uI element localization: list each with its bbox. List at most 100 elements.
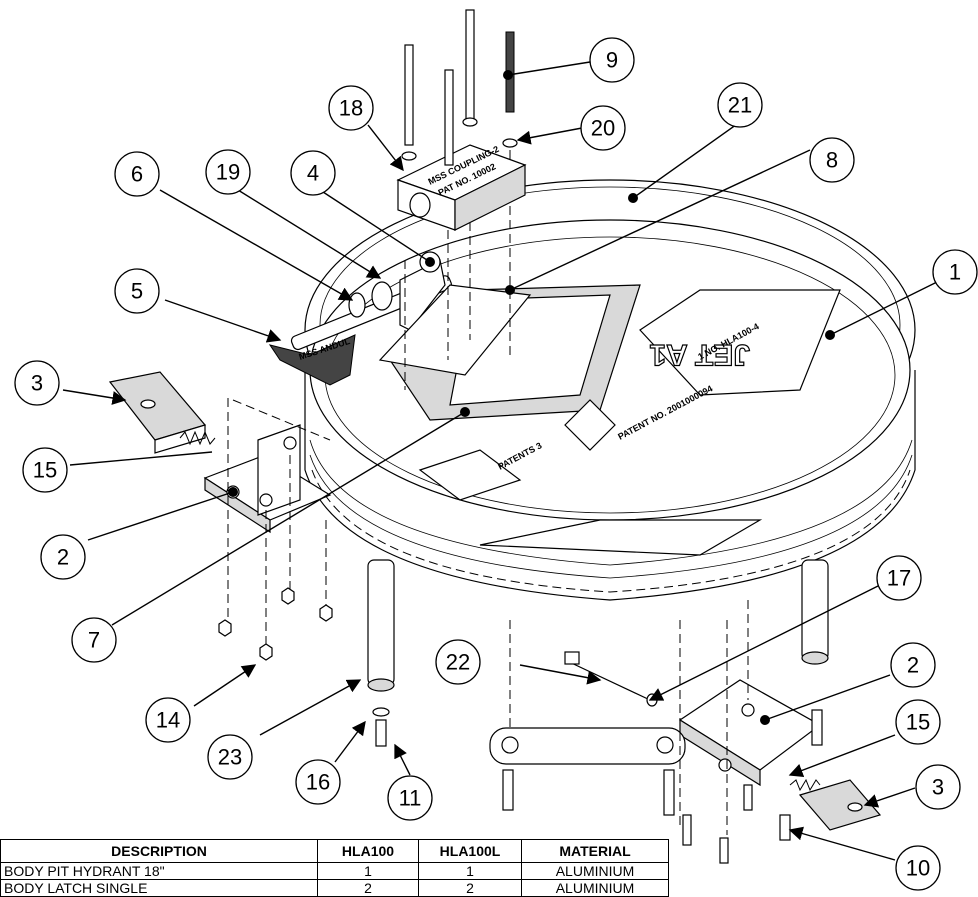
latch-hole	[283, 436, 297, 450]
svg-text:21: 21	[728, 93, 752, 118]
bom-header-row: DESCRIPTION HLA100 HLA100L MATERIAL	[0, 839, 669, 863]
link-bar-hole	[656, 736, 674, 754]
callout-20: 20	[580, 105, 626, 151]
washer-6	[348, 292, 366, 318]
leader-dot	[825, 330, 835, 340]
callout-3-right: 3	[915, 764, 961, 810]
svg-text:15: 15	[906, 710, 930, 735]
leader-21	[632, 121, 741, 199]
svg-text:8: 8	[826, 148, 838, 173]
post-left-end	[367, 678, 395, 692]
callout-21: 21	[717, 82, 763, 128]
nut	[259, 643, 273, 661]
callout-17: 17	[876, 555, 922, 601]
bom-header-material: MATERIAL	[521, 839, 669, 863]
leader-dot	[425, 257, 435, 267]
bom-cell-description: BODY PIT HYDRANT 18"	[0, 862, 318, 880]
washer-17	[646, 693, 658, 707]
leader-19	[237, 189, 382, 279]
svg-text:6: 6	[131, 162, 143, 187]
bushing-19	[371, 281, 393, 311]
screw-10	[779, 814, 791, 841]
block-side	[454, 164, 526, 231]
callout-22: 22	[435, 639, 481, 685]
link-bar	[489, 727, 686, 765]
latch-pin-left-hole	[140, 399, 156, 409]
svg-text:3: 3	[31, 371, 43, 396]
latch-hole	[718, 758, 732, 772]
latch-plate-right-top	[678, 679, 822, 771]
callout-18: 18	[328, 85, 374, 131]
screw	[444, 69, 454, 166]
leader-dot	[760, 715, 770, 725]
svg-text:22: 22	[446, 650, 470, 675]
leader-3-left	[62, 389, 127, 405]
callout-2-right: 2	[890, 642, 936, 688]
leader-15-right	[788, 734, 896, 778]
callout-3-left: 3	[14, 360, 60, 406]
svg-text:17: 17	[887, 566, 911, 591]
table-row: BODY LATCH SINGLE 2 2 ALUMINIUM	[0, 879, 669, 897]
leader-2-left	[87, 491, 234, 541]
jet-a1-engraving: JET A1	[649, 338, 750, 371]
hidden-line	[232, 399, 331, 441]
callout-1: 1	[932, 249, 978, 295]
washer-16	[372, 707, 390, 717]
svg-text:1: 1	[949, 260, 961, 285]
jet-a1-panel	[639, 289, 841, 396]
bom-header-hla100: HLA100	[317, 839, 419, 863]
bom-cell-description: BODY LATCH SINGLE	[0, 879, 318, 897]
leader-dot	[503, 70, 513, 80]
screw	[663, 769, 675, 816]
table-row: BODY PIT HYDRANT 18" 1 1 ALUMINIUM	[0, 862, 669, 880]
svg-text:18: 18	[339, 96, 363, 121]
latch-plate-right-edge	[679, 718, 761, 787]
body-groove-2	[309, 454, 913, 579]
leader-14	[193, 664, 257, 707]
body-groove-1	[309, 439, 913, 566]
leader-2-right	[764, 674, 891, 721]
screw	[465, 9, 475, 121]
svg-text:20: 20	[591, 116, 615, 141]
screw	[404, 44, 414, 146]
leader-20	[516, 127, 583, 145]
callout-23: 23	[207, 734, 253, 780]
bottom-fasteners	[372, 707, 823, 864]
svg-text:2: 2	[57, 545, 69, 570]
logo-diamond	[564, 399, 616, 451]
mounting-plate-top	[378, 284, 532, 376]
leader-7	[111, 411, 466, 626]
callout-15-right: 15	[895, 699, 941, 745]
washer	[462, 117, 478, 127]
leader-18	[367, 124, 404, 172]
bolt-22	[564, 659, 651, 701]
leader-1	[829, 281, 938, 336]
svg-text:11: 11	[399, 786, 422, 811]
latch-plate-right	[489, 600, 882, 835]
link-bar-hole	[501, 736, 519, 754]
latch-pin-right-body	[798, 779, 882, 831]
post-right-end	[801, 651, 829, 665]
bom-cell-material: ALUMINIUM	[521, 879, 669, 897]
callout-8: 8	[809, 137, 855, 183]
leader-3-right	[863, 787, 916, 808]
washer-20	[502, 138, 518, 148]
lid-slot-left	[418, 449, 522, 501]
svg-text:14: 14	[156, 708, 180, 733]
leader-22	[519, 664, 602, 685]
screw	[719, 837, 729, 864]
callout-16: 16	[295, 759, 341, 805]
screw-11	[375, 719, 387, 747]
callout-15-left: 15	[22, 447, 68, 493]
leader-8	[509, 149, 811, 291]
coupling-block: MSS COUPLING-2 PAT NO. 10002	[396, 9, 527, 231]
svg-text:15: 15	[33, 458, 57, 483]
callout-5: 5	[114, 268, 160, 314]
block-bore	[409, 192, 431, 218]
leader-11	[394, 743, 411, 776]
bom-cell-hla100l: 1	[418, 862, 522, 880]
bom-cell-material: ALUMINIUM	[521, 862, 669, 880]
washer	[401, 151, 417, 161]
screw	[502, 769, 514, 811]
